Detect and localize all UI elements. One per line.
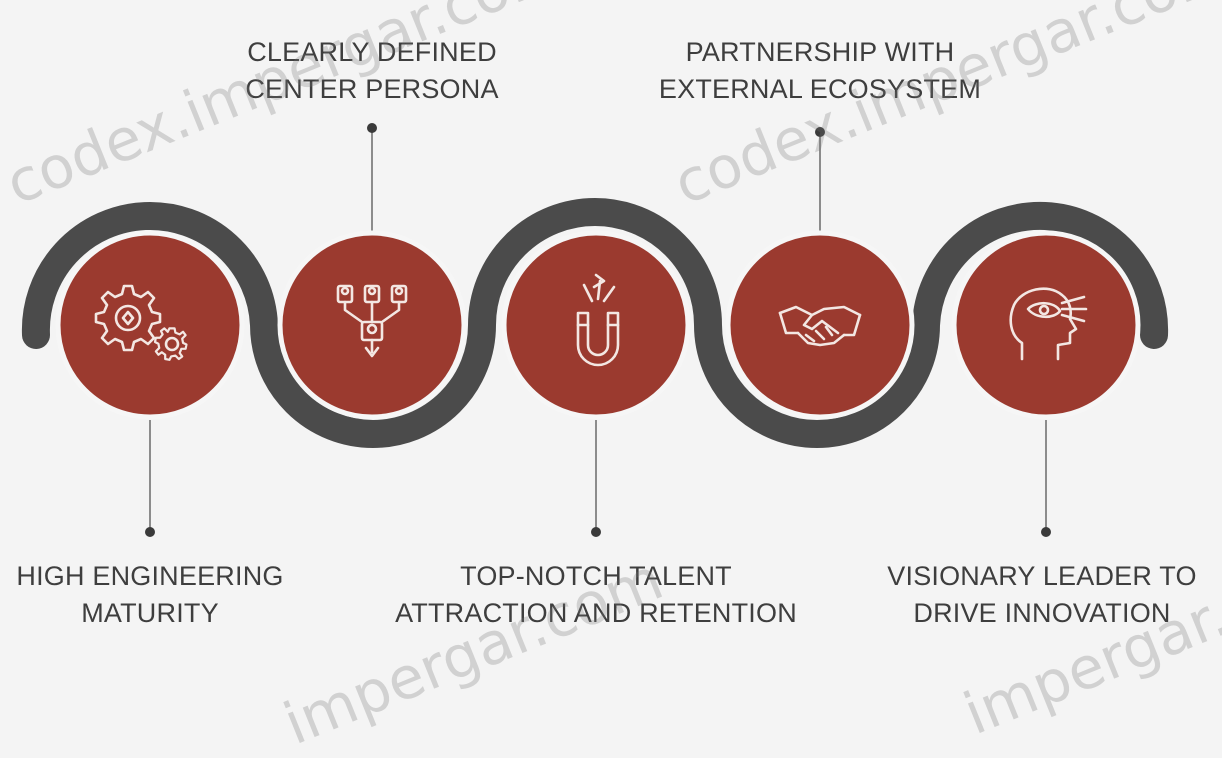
gears-icon — [94, 284, 188, 361]
step-label-4-line-2: EXTERNAL ECOSYSTEM — [658, 74, 982, 104]
step-label-4-line-1: PARTNERSHIP WITH — [685, 37, 955, 67]
step-label-1-line-2: MATURITY — [81, 598, 219, 628]
step-label-1: HIGH ENGINEERING MATURITY — [0, 558, 300, 632]
step-circle-4 — [725, 230, 915, 420]
step-circle-1 — [55, 230, 245, 420]
step-label-1-line-1: HIGH ENGINEERING — [16, 561, 284, 591]
connector-dots — [145, 123, 1051, 537]
persona-funnel-icon — [336, 284, 408, 358]
step-circles — [55, 230, 1141, 420]
step-label-2: CLEARLY DEFINED CENTER PERSONA — [222, 34, 522, 108]
step-label-2-line-1: CLEARLY DEFINED — [247, 37, 497, 67]
connector-dot-2 — [367, 123, 377, 133]
step-circle-5 — [951, 230, 1141, 420]
serpentine-track — [21, 198, 1169, 448]
step-label-3: TOP-NOTCH TALENT ATTRACTION AND RETENTIO… — [366, 558, 826, 632]
process-diagram — [21, 123, 1169, 537]
handshake-icon — [778, 305, 862, 347]
step-label-3-line-1: TOP-NOTCH TALENT — [460, 561, 732, 591]
step-label-4: PARTNERSHIP WITH EXTERNAL ECOSYSTEM — [630, 34, 1010, 108]
step-label-5: VISIONARY LEADER TO DRIVE INNOVATION — [866, 558, 1218, 632]
connector-dot-1 — [145, 527, 155, 537]
connector-dot-5 — [1041, 527, 1051, 537]
step-label-3-line-2: ATTRACTION AND RETENTION — [395, 598, 797, 628]
step-label-5-line-2: DRIVE INNOVATION — [913, 598, 1171, 628]
head-vision-icon — [1009, 287, 1088, 361]
step-label-5-line-1: VISIONARY LEADER TO — [887, 561, 1197, 591]
connector-dot-4 — [815, 127, 825, 137]
connectors — [149, 128, 1047, 532]
step-circle-3 — [501, 230, 691, 420]
step-label-2-line-2: CENTER PERSONA — [245, 74, 499, 104]
connector-dot-3 — [591, 527, 601, 537]
magnet-icon — [576, 273, 620, 367]
